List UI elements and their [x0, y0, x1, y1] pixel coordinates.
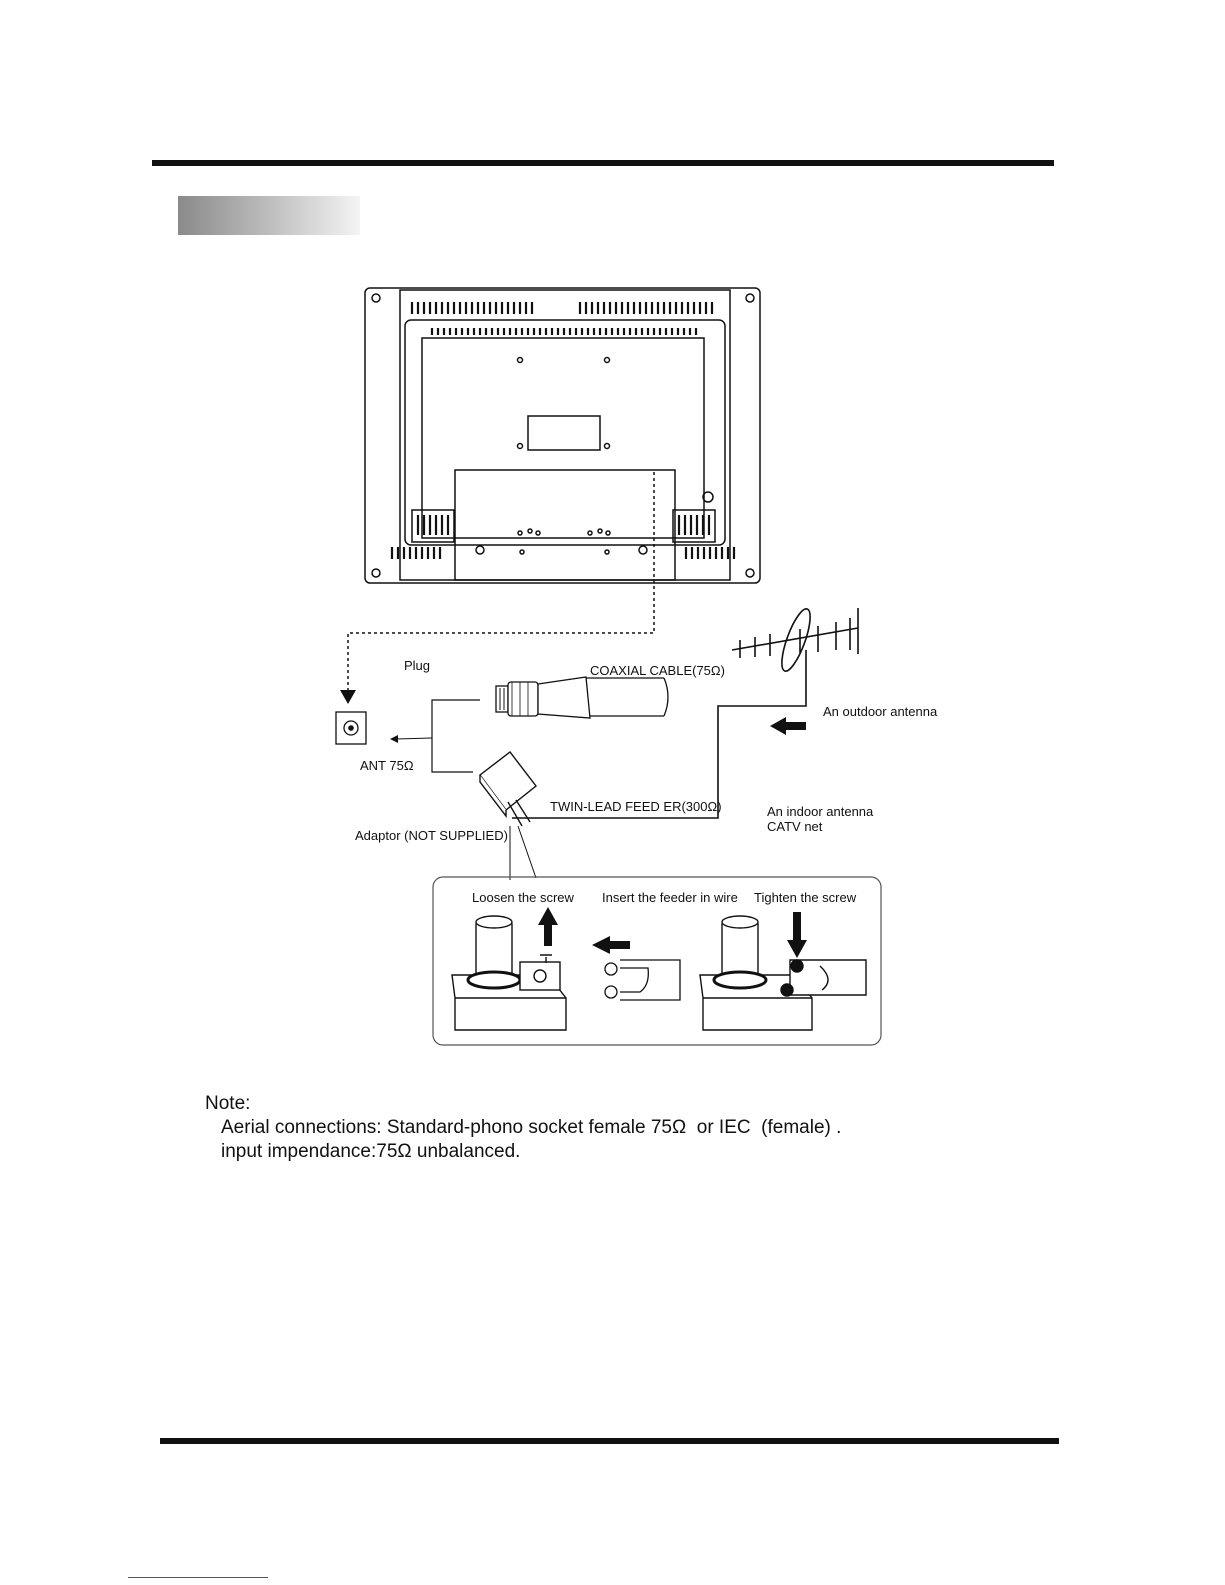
- connection-bracket: [432, 700, 480, 772]
- coaxial-plug-illustration: [496, 677, 668, 718]
- adaptor-label: Adaptor (NOT SUPPLIED): [355, 828, 508, 843]
- ant-75-label: ANT 75Ω: [360, 758, 414, 773]
- tv-rear-panel-illustration: [365, 288, 760, 583]
- insert-feeder-label: Insert the feeder in wire: [602, 890, 738, 905]
- vent-slots: [392, 302, 734, 559]
- bottom-rule: [160, 1438, 1059, 1444]
- left-arrow-icon: [770, 717, 806, 735]
- callout-line: [510, 826, 536, 880]
- adaptor-illustration: [480, 752, 536, 826]
- footer-link-underline: [128, 1577, 268, 1578]
- ant-socket-illustration: [336, 712, 366, 744]
- tighten-screw-label: Tighten the screw: [754, 890, 857, 905]
- loosen-screw-label: Loosen the screw: [472, 890, 575, 905]
- indoor-antenna-label: An indoor antenna: [767, 804, 874, 819]
- plug-label: Plug: [404, 658, 430, 673]
- outdoor-antenna-label: An outdoor antenna: [823, 704, 938, 719]
- catv-net-label: CATV net: [767, 819, 823, 834]
- antenna-connection-diagram: Plug COAXIAL CABLE(75Ω) An outdoor anten…: [0, 0, 1225, 1100]
- note-input-impedance: input impendance:75Ω unbalanced.: [205, 1140, 841, 1164]
- down-arrow-icon: [340, 690, 356, 704]
- note-section: Note: Aerial connections: Standard-phono…: [205, 1092, 841, 1164]
- note-heading: Note:: [205, 1092, 841, 1116]
- up-arrow-icon: [538, 907, 558, 946]
- small-arrowhead-icon: [390, 735, 398, 743]
- dotted-guide-line: [348, 472, 654, 692]
- note-aerial-connections: Aerial connections: Standard-phono socke…: [205, 1116, 841, 1140]
- coaxial-cable-label: COAXIAL CABLE(75Ω): [590, 663, 725, 678]
- left-arrow-icon: [396, 738, 432, 739]
- down-arrow-icon: [787, 912, 807, 958]
- tighten-step-illustration: [700, 916, 866, 1030]
- twin-lead-feeder-label: TWIN-LEAD FEED ER(300Ω): [550, 799, 722, 814]
- feeder-wire-illustration: [605, 960, 680, 1000]
- left-arrow-icon: [592, 936, 630, 954]
